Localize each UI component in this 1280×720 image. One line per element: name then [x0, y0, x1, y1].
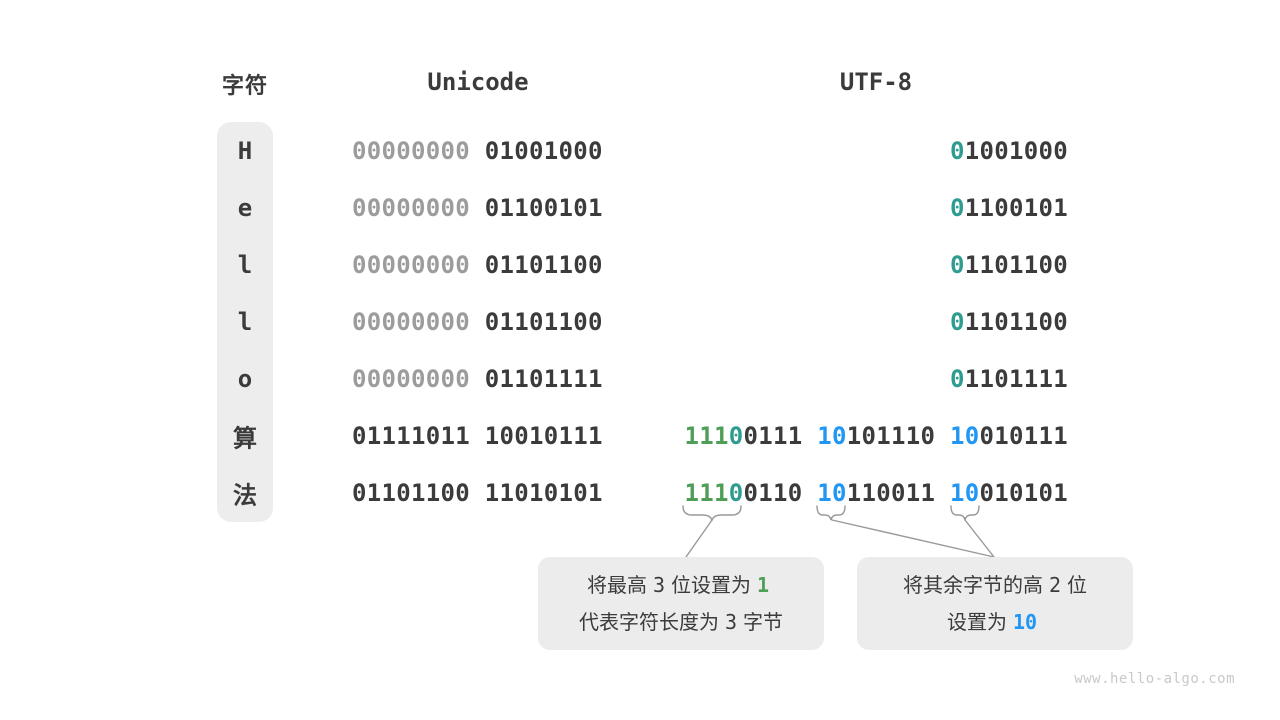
utf8-bits: 01101100 [950, 308, 1068, 336]
utf8-bits: 01100101 [950, 194, 1068, 222]
bit-segment: 0111 [743, 422, 818, 451]
character-cell: 算 [233, 424, 257, 453]
unicode-bits: 00000000 01101111 [352, 365, 603, 393]
bit-segment: 111 [684, 422, 729, 451]
unicode-bits: 00000000 01101100 [352, 251, 603, 279]
bit-segment: 10 [817, 422, 847, 451]
bit-segment: 设置为 [946, 611, 1007, 634]
bit-segment: 00000000 [352, 365, 470, 394]
bit-segment: 10 [950, 422, 980, 451]
character-cell: H [237, 136, 253, 165]
bit-segment: 将其余字节的高 [902, 574, 1043, 597]
bit-segment: 01101100 [470, 250, 603, 279]
utf8-bits: 01101100 [950, 251, 1068, 279]
character-cell: 法 [233, 481, 257, 510]
bit-segment: 01001000 [470, 136, 603, 165]
bit-segment: 2 [1048, 572, 1062, 597]
bit-segment: 10 [1012, 609, 1038, 634]
bit-segment: 1 [757, 572, 770, 597]
bit-segment: 111 [684, 479, 729, 508]
character-cell: l [237, 307, 253, 336]
bit-segment: 3 [652, 572, 665, 597]
utf8-bits: 11100110 10110011 10010101 [685, 479, 1069, 507]
bit-segment: 0110 [743, 479, 818, 508]
bit-segment: 1101111 [964, 365, 1068, 394]
bit-segment: 010101 [979, 479, 1068, 508]
bit-segment: 0 [728, 422, 744, 451]
character-column-background [217, 122, 273, 522]
character-cell: l [237, 250, 253, 279]
bit-segment: 位 [1067, 574, 1088, 597]
bit-segment: 00000000 [352, 193, 470, 222]
bit-segment: 00000000 [352, 307, 470, 336]
unicode-bits: 00000000 01001000 [352, 137, 603, 165]
connector-line-byte2 [831, 519, 995, 558]
bit-segment: 0 [728, 479, 744, 508]
utf8-bits: 11100111 10101110 10010111 [685, 422, 1069, 450]
bit-segment: 0 [950, 365, 965, 394]
bit-segment: 01100101 [470, 193, 603, 222]
bit-segment: 01101100 11010101 [352, 479, 603, 508]
bit-segment: 1101100 [964, 307, 1068, 336]
connector-line-byte3 [964, 519, 995, 558]
column-header-unicode: Unicode [427, 68, 529, 96]
bit-segment: 010111 [979, 422, 1068, 451]
bit-segment: 1101100 [964, 250, 1068, 279]
bit-segment: 将最高 [586, 574, 647, 597]
bit-segment: 代表字符长度为 [578, 611, 719, 634]
unicode-bits: 00000000 01100101 [352, 194, 603, 222]
bit-segment: 0 [950, 193, 965, 222]
bit-segment: 10 [817, 479, 847, 508]
bit-segment: 01101100 [470, 307, 603, 336]
unicode-bits: 01101100 11010101 [352, 479, 603, 507]
bit-segment: 字节 [743, 611, 784, 634]
bit-segment: 110011 [846, 479, 950, 508]
bit-segment: 1001000 [964, 136, 1068, 165]
bit-segment: 3 [724, 609, 738, 634]
bit-segment: 101110 [846, 422, 950, 451]
utf8-bits: 01101111 [950, 365, 1068, 393]
bit-segment: 00000000 [352, 250, 470, 279]
bit-segment: 位设置为 [671, 574, 751, 597]
bit-segment: 10 [950, 479, 980, 508]
bit-segment: 0 [950, 307, 965, 336]
column-header-character: 字符 [221, 73, 268, 98]
unicode-bits: 00000000 01101100 [352, 308, 603, 336]
character-cell: e [237, 193, 253, 222]
column-header-utf8: UTF-8 [839, 68, 913, 96]
unicode-bits: 01111011 10010111 [352, 422, 603, 450]
bit-segment: 01101111 [470, 365, 603, 394]
utf8-bits: 01001000 [950, 137, 1068, 165]
watermark: www.hello-algo.com [1074, 671, 1235, 687]
connector-line-left [685, 519, 713, 558]
bit-segment: 0 [950, 250, 965, 279]
character-cell: o [237, 365, 253, 394]
bit-segment: 0 [950, 136, 965, 165]
bit-segment: 1100101 [964, 193, 1068, 222]
bit-segment: 01111011 10010111 [352, 422, 603, 451]
bit-segment: 00000000 [352, 136, 470, 165]
